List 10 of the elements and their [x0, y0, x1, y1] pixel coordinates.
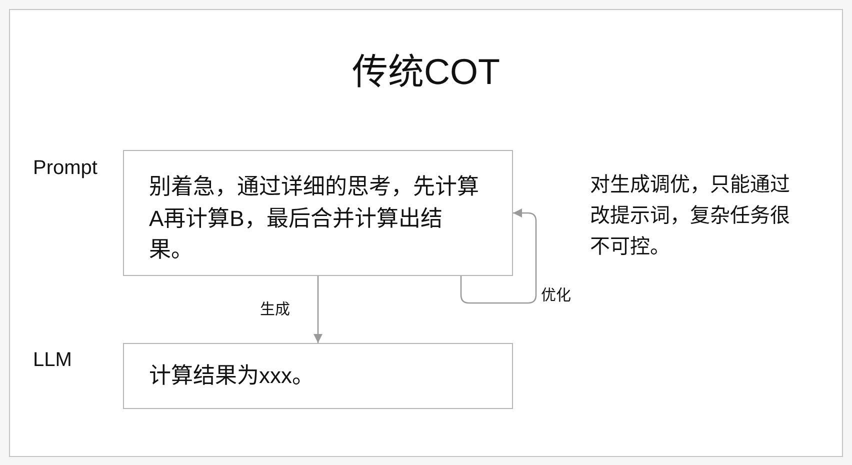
node-caption: Prompt	[33, 156, 98, 181]
note-text: 对生成调优，只能通过改提示词，复杂任务很不可控。	[590, 173, 791, 260]
diagram-title: 传统COT	[352, 50, 500, 94]
node-caption: LLM	[33, 348, 72, 373]
process-box	[123, 150, 513, 276]
arrow	[314, 276, 322, 343]
node-text: 别着急，通过详细的思考，先计算A再计算B，最后合并计算出结果。	[149, 173, 480, 264]
process-box	[123, 343, 513, 409]
node-text: 计算结果为xxx。	[149, 362, 315, 390]
arrow	[460, 208, 537, 304]
